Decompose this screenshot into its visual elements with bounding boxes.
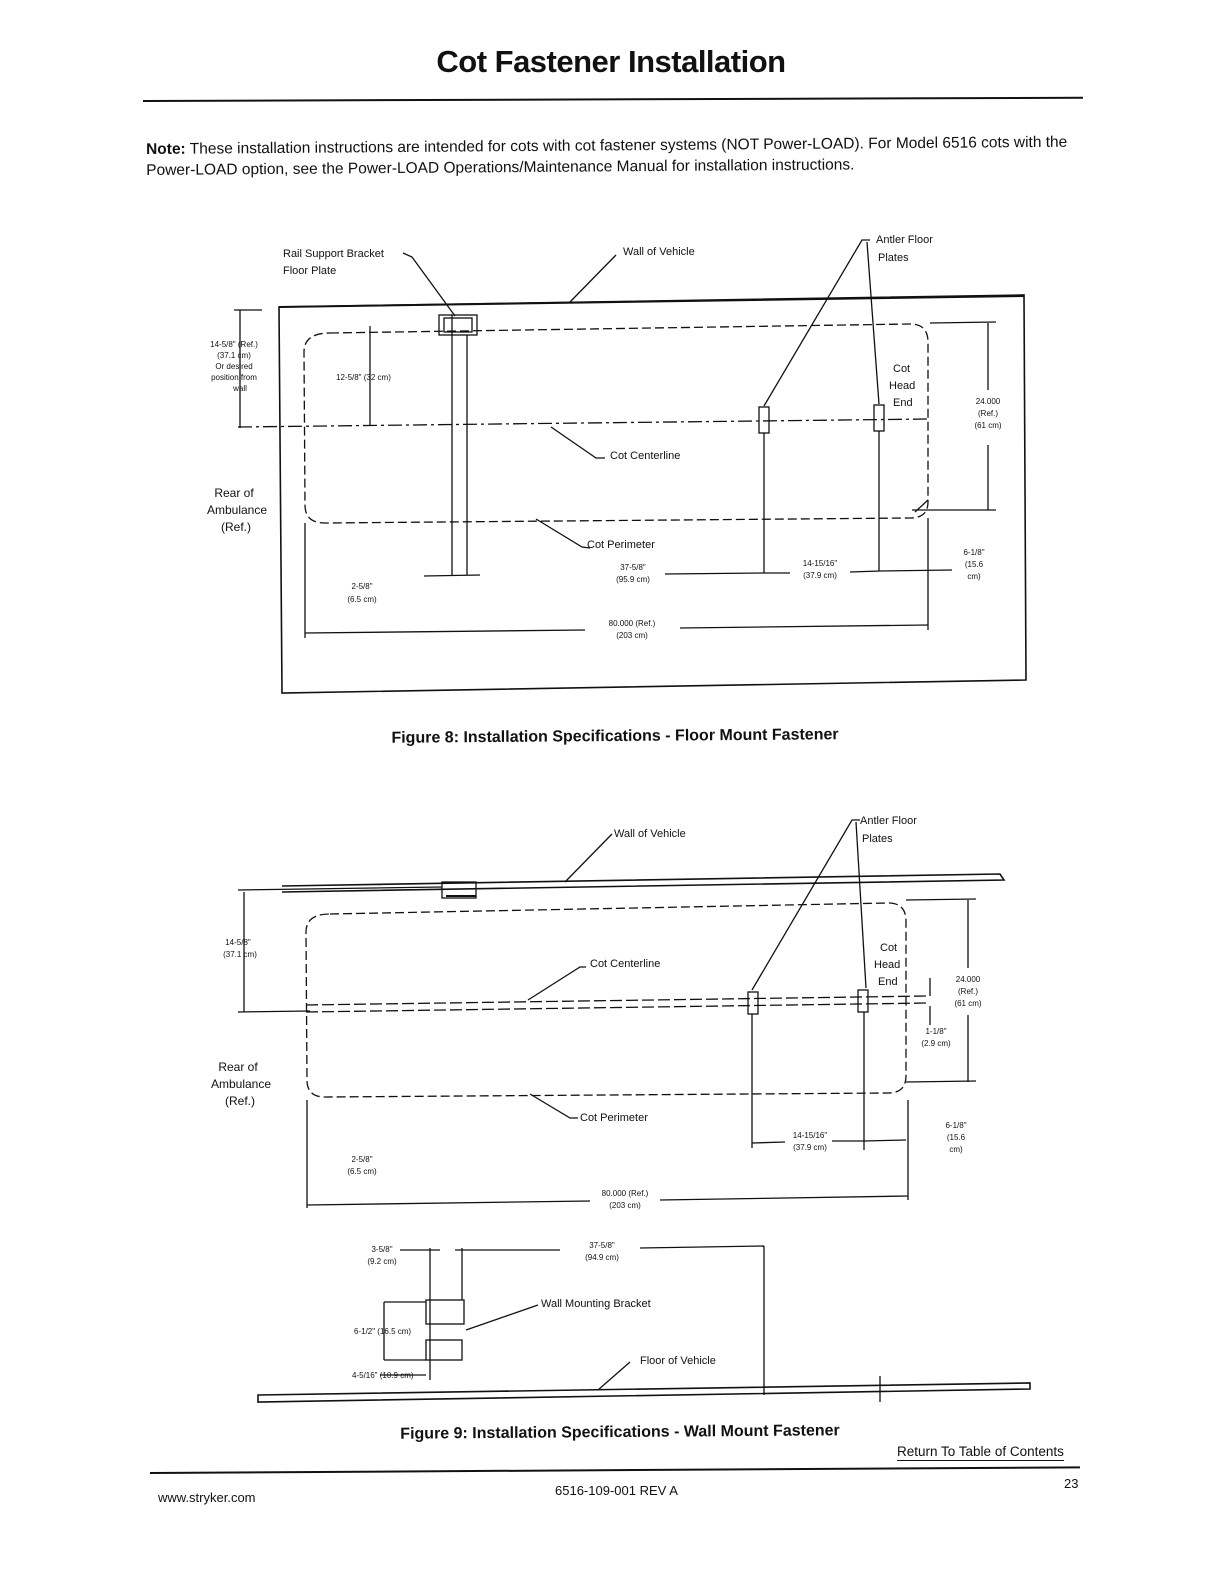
label-floor: Floor of Vehicle <box>640 1355 716 1367</box>
label-cot-head-1: Cot <box>880 942 897 954</box>
wall-mounting-bracket <box>425 1299 465 1325</box>
dim-left-2: (37.1 cm) <box>223 950 257 959</box>
antler-plate-1 <box>758 406 770 434</box>
dim-6-3: cm) <box>967 572 981 581</box>
label-floor-plate: Floor Plate <box>283 265 336 277</box>
figure-8-caption: Figure 8: Installation Specifications - … <box>391 726 839 747</box>
return-to-toc-link[interactable]: Return To Table of Contents <box>897 1444 1064 1461</box>
dim-24-3: (61 cm) <box>974 421 1001 430</box>
cot-perimeter <box>303 323 929 524</box>
dim-2-2: (6.5 cm) <box>347 595 377 604</box>
dim-24-1: 24.000 <box>956 975 981 984</box>
dim-6-3: cm) <box>949 1145 963 1154</box>
dim-45: 4-5/16" (10.9 cm) <box>352 1371 414 1380</box>
antler-plate-2 <box>873 404 885 432</box>
dim-37-1: 37-5/8" <box>620 563 646 572</box>
dim-left-3: Or desired <box>215 362 252 371</box>
label-perimeter: Cot Perimeter <box>580 1112 648 1124</box>
dim-6-1: 6-1/8" <box>963 548 984 557</box>
label-rear-2: Ambulance <box>207 503 267 517</box>
dim-2-1: 2-5/8" <box>351 1155 372 1164</box>
dim-left-5: wall <box>232 384 247 393</box>
dim-80-2: (203 cm) <box>616 631 648 640</box>
rail-support-bracket <box>438 314 478 336</box>
label-perimeter: Cot Perimeter <box>587 539 655 551</box>
label-antler-1: Antler Floor <box>860 815 917 827</box>
label-rail-support: Rail Support Bracket <box>283 248 384 260</box>
wall-line <box>278 295 1025 308</box>
title-rule <box>142 96 1083 102</box>
dim-24-2: (Ref.) <box>978 409 998 418</box>
note-prefix: Note: <box>146 140 186 158</box>
page-title: Cot Fastener Installation <box>436 44 786 79</box>
dim-37-2: (94.9 cm) <box>585 1253 619 1262</box>
dim-80-2: (203 cm) <box>609 1201 641 1210</box>
dim-left-2: (37.1 cm) <box>217 351 251 360</box>
figure-9-caption: Figure 9: Installation Specifications - … <box>400 1422 840 1443</box>
figure-8-diagram: Rail Support Bracket Floor Plate Wall of… <box>207 234 1027 694</box>
label-rear-1: Rear of <box>214 486 254 500</box>
label-antler-2: Plates <box>878 252 909 264</box>
label-rear-3: (Ref.) <box>221 520 251 534</box>
dim-24-2: (Ref.) <box>958 987 978 996</box>
page-number: 23 <box>1064 1476 1079 1491</box>
dim-1-2: (2.9 cm) <box>921 1039 951 1048</box>
dim-14-1: 14-15/16" <box>803 559 838 568</box>
label-rear-2: Ambulance <box>211 1077 271 1091</box>
label-cot-head-3: End <box>893 397 913 409</box>
footer-rule <box>149 1466 1080 1474</box>
dim-1-1: 1-1/8" <box>925 1027 946 1036</box>
dim-80-1: 80.000 (Ref.) <box>609 619 656 628</box>
dim-24-3: (61 cm) <box>954 999 981 1008</box>
dim-6-2: (15.6 <box>947 1133 966 1142</box>
dim-80-1: 80.000 (Ref.) <box>602 1189 649 1198</box>
floor-of-vehicle <box>257 1382 1031 1403</box>
note-text: These installation instructions are inte… <box>146 133 1068 179</box>
dim-12: 12-5/8" (32 cm) <box>336 373 391 382</box>
dim-14-1: 14-15/16" <box>793 1131 828 1140</box>
installation-note: Note: These installation instructions ar… <box>146 132 1086 181</box>
label-cot-head-2: Head <box>889 380 915 392</box>
dim-left-4: position from <box>211 373 257 382</box>
dim-3-1: 3-5/8" <box>371 1245 392 1254</box>
dim-24-1: 24.000 <box>976 397 1001 406</box>
antler-plate-1 <box>747 991 759 1015</box>
cot-perimeter <box>305 902 907 1098</box>
label-rear-1: Rear of <box>218 1060 258 1074</box>
label-centerline: Cot Centerline <box>610 450 680 462</box>
dim-left-1: 14-5/8" (Ref.) <box>210 340 258 349</box>
dim-3-2: (9.2 cm) <box>367 1257 397 1266</box>
label-centerline: Cot Centerline <box>590 958 660 970</box>
label-cot-head-1: Cot <box>893 363 910 375</box>
cot-centerline <box>305 995 929 1006</box>
figure-9-diagram: Wall of Vehicle Antler Floor Plates Cot … <box>211 815 1031 1403</box>
dim-6-2: (15.6 <box>965 560 984 569</box>
floor-outline <box>278 294 1027 694</box>
label-rear-3: (Ref.) <box>225 1094 255 1108</box>
label-wall: Wall of Vehicle <box>614 828 686 840</box>
dim-37-1: 37-5/8" <box>589 1241 615 1250</box>
label-bracket: Wall Mounting Bracket <box>541 1298 651 1310</box>
label-antler-2: Plates <box>862 833 893 845</box>
document-number: 6516-109-001 REV A <box>555 1483 678 1498</box>
antler-plate-2 <box>857 989 869 1013</box>
label-cot-head-3: End <box>878 976 898 988</box>
dim-65: 6-1/2" (16.5 cm) <box>354 1327 411 1336</box>
label-wall: Wall of Vehicle <box>623 246 695 258</box>
dim-14-2: (37.9 cm) <box>803 571 837 580</box>
dim-6-1: 6-1/8" <box>945 1121 966 1130</box>
wall-line <box>281 873 1006 893</box>
cot-centerline <box>237 418 931 428</box>
label-cot-head-2: Head <box>874 959 900 971</box>
dim-2-2: (6.5 cm) <box>347 1167 377 1176</box>
dim-37-2: (95.9 cm) <box>616 575 650 584</box>
label-antler-1: Antler Floor <box>876 234 933 246</box>
dim-14-2: (37.9 cm) <box>793 1143 827 1152</box>
website: www.stryker.com <box>158 1490 256 1505</box>
dim-2-1: 2-5/8" <box>351 582 372 591</box>
dim-left-1: 14-5/8" <box>225 938 251 947</box>
